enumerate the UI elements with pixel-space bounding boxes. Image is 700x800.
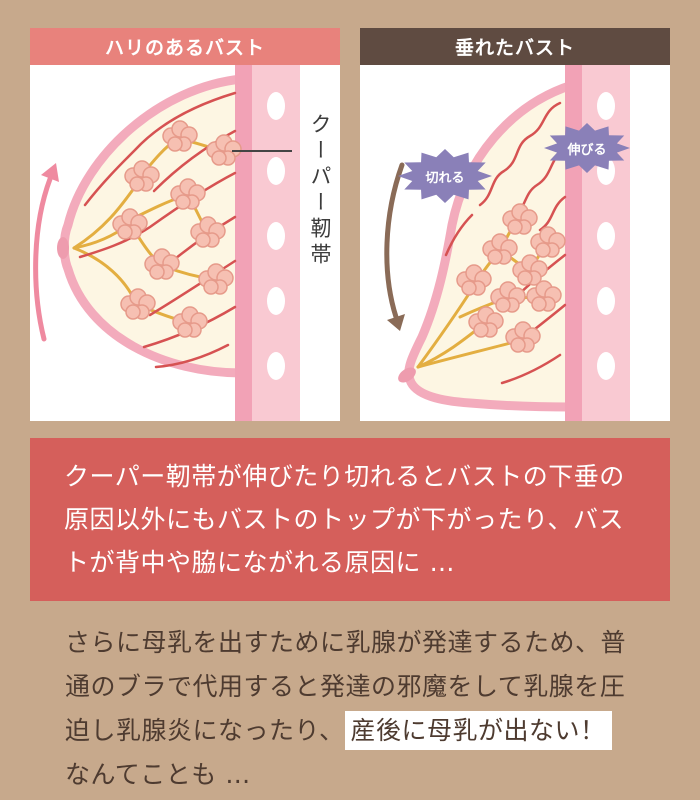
rib-ovals <box>597 92 615 380</box>
panel-saggy-illustration: 切れる 伸びる <box>360 65 670 421</box>
body-text: さらに母乳を出すために乳腺が発達するため、普 通のブラで代用すると発達の邪魔をし… <box>65 621 670 797</box>
comparison-panels: ハリのあるバスト <box>30 28 670 421</box>
nipple <box>57 237 69 259</box>
cooper-ligament-label: クーパー靭帯 <box>308 113 332 269</box>
panel-saggy-header: 垂れたバスト <box>360 28 670 65</box>
panel-firm-header: ハリのあるバスト <box>30 28 340 65</box>
panel-firm-title: ハリのあるバスト <box>104 37 265 59</box>
nipple <box>398 367 416 383</box>
panel-saggy-bust: 垂れたバスト <box>360 28 670 421</box>
panel-firm-illustration: クーパー靭帯 <box>30 65 340 421</box>
callout-line-2: 原因以外にもバストのトップが下がったり、バス <box>64 505 625 534</box>
callout-box: クーパー靭帯が伸びたり切れるとバストの下垂の 原因以外にもバストのトップが下がっ… <box>30 438 670 601</box>
cooper-ligaments <box>78 91 237 369</box>
panel-saggy-title: 垂れたバスト <box>454 37 575 59</box>
body-line-4: なんてことも … <box>65 760 251 789</box>
callout-line-3: トが背中や脇にながれる原因に … <box>64 548 455 577</box>
panel-firm-bust: ハリのあるバスト <box>30 28 340 421</box>
body-line-3-text: 迫し乳腺炎になったり、 <box>65 716 345 745</box>
saggy-bust-diagram <box>384 65 630 421</box>
sag-arrow-icon <box>384 162 405 331</box>
lift-arrow-icon <box>33 163 59 342</box>
callout-line-1: クーパー靭帯が伸びたり切れるとバストの下垂の <box>64 462 625 491</box>
firm-bust-diagram <box>33 65 300 421</box>
highlight-text: 産後に母乳が出ない！ <box>344 711 612 750</box>
chest-wall <box>565 65 630 421</box>
body-line-3: 迫し乳腺炎になったり、産後に母乳が出ない！ <box>65 709 670 753</box>
body-line-1: さらに母乳を出すために乳腺が発達するため、普 <box>65 628 627 657</box>
body-line-2: 通のブラで代用すると発達の邪魔をして乳腺を圧 <box>65 672 626 701</box>
chest-wall <box>235 65 300 421</box>
rib-ovals <box>267 92 285 380</box>
